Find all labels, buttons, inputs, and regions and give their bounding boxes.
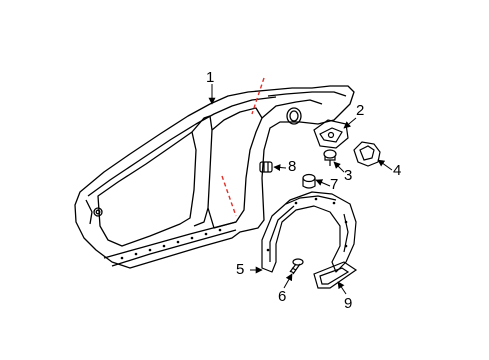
callout-7: 7 [330, 176, 339, 193]
callout-3: 3 [344, 167, 353, 184]
callout-2: 2 [356, 102, 365, 119]
housing-part [353, 141, 381, 167]
cut-lines [221, 77, 265, 217]
clip-part [302, 173, 316, 189]
leader-lines [208, 84, 393, 295]
wheelhouse-liner [261, 191, 357, 273]
callout-5: 5 [236, 261, 245, 278]
callout-8: 8 [288, 158, 297, 175]
plug-part [259, 161, 273, 173]
callout-9: 9 [344, 295, 353, 312]
callout-4: 4 [393, 162, 402, 179]
bolt-part [323, 149, 337, 166]
pad-part [313, 261, 358, 289]
bracket-part [313, 119, 349, 149]
screw-part [289, 258, 304, 275]
callout-6: 6 [278, 288, 287, 305]
callout-1: 1 [206, 69, 215, 86]
body-side-panel [74, 85, 355, 269]
